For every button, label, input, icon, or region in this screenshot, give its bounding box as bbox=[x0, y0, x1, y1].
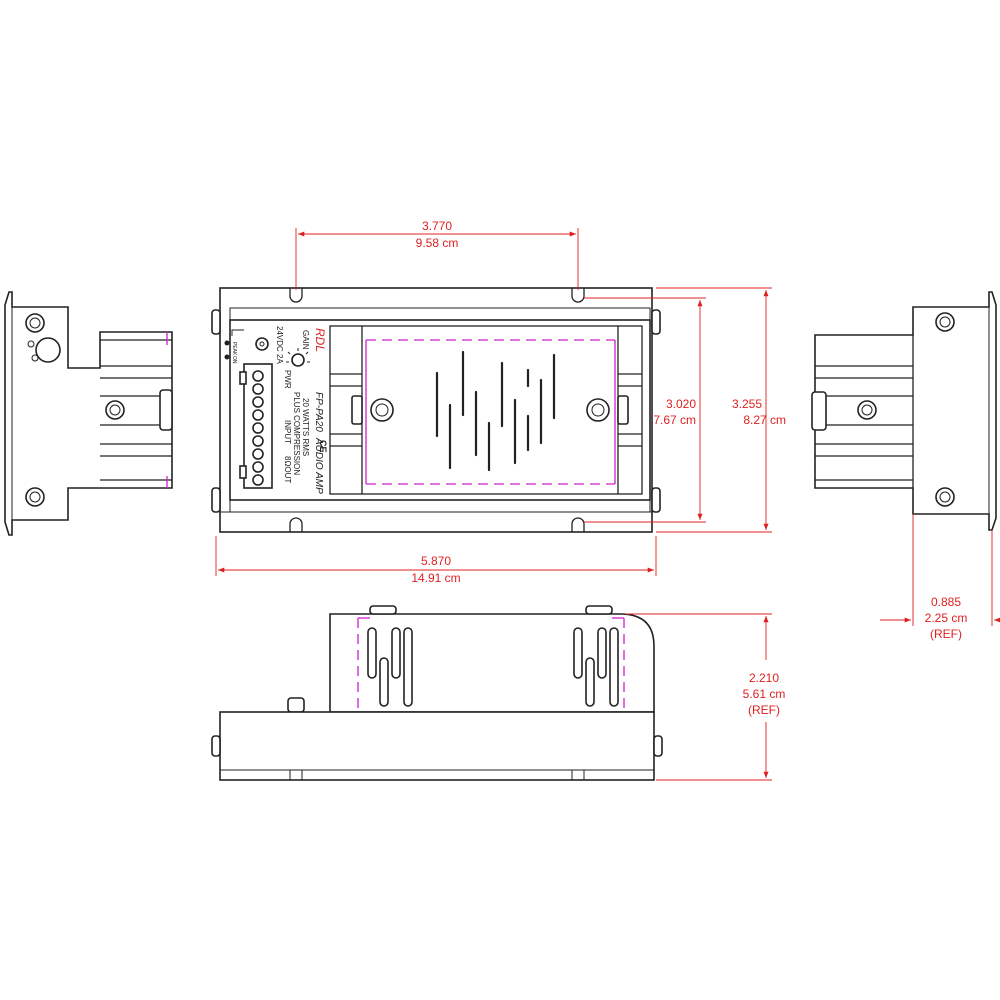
model-label: FP-PA20 bbox=[313, 392, 324, 432]
type-label: AUDIO AMP bbox=[313, 437, 324, 494]
dimension-lines bbox=[215, 228, 1000, 781]
screw-icon bbox=[105, 400, 125, 420]
screw-icon bbox=[25, 313, 45, 333]
dimension-labels: 3.770 9.58 cm 5.870 14.91 cm 3.020 7.67 … bbox=[411, 219, 967, 717]
pwr-label: PWR bbox=[283, 370, 292, 389]
brand-label: RDL bbox=[313, 328, 327, 352]
side-depth-cm: 2.25 cm bbox=[925, 611, 968, 625]
power-rating-label: 20 WATTS RMS bbox=[301, 398, 310, 456]
front-view bbox=[211, 605, 663, 781]
top-view: RDL FP-PA20 AUDIO AMP 20 WATTS RMS PLUS … bbox=[211, 287, 661, 533]
on-label: ON bbox=[231, 356, 237, 364]
side-depth-in: 0.885 bbox=[931, 595, 961, 609]
screw-icon bbox=[935, 487, 955, 507]
knob-icon bbox=[27, 337, 61, 363]
ce-mark: CE bbox=[318, 440, 328, 453]
input-label: INPUT bbox=[283, 420, 292, 444]
screw-icon bbox=[25, 487, 45, 507]
screw-icon bbox=[370, 398, 394, 422]
compression-label: PLUS COMPRESSION bbox=[292, 392, 301, 475]
led-icon bbox=[224, 340, 230, 360]
overall-width-in: 5.870 bbox=[421, 554, 451, 568]
overall-width-cm: 14.91 cm bbox=[411, 571, 460, 585]
side-depth-ref: (REF) bbox=[930, 627, 962, 641]
power-jack-icon bbox=[255, 337, 269, 351]
vent-slots bbox=[367, 627, 619, 707]
output-label: 8ΩOUT bbox=[283, 456, 292, 483]
overall-height-cm: 8.27 cm bbox=[743, 413, 786, 427]
depth-cm: 5.61 cm bbox=[743, 687, 786, 701]
screw-icon bbox=[857, 400, 877, 420]
vent-slots bbox=[435, 350, 556, 472]
depth-in: 2.210 bbox=[749, 671, 779, 685]
left-side-view bbox=[4, 291, 173, 536]
inner-height-cm: 7.67 cm bbox=[653, 413, 696, 427]
overall-height-in: 3.255 bbox=[732, 397, 762, 411]
inner-height-in: 3.020 bbox=[666, 397, 696, 411]
peak-label: PEAK bbox=[231, 342, 237, 356]
gain-knob-icon bbox=[286, 348, 310, 367]
gain-label: GAIN bbox=[301, 330, 310, 350]
power-input-label: 24VDC 2A bbox=[275, 326, 284, 364]
terminal-block bbox=[239, 363, 273, 489]
mount-spacing-in: 3.770 bbox=[422, 219, 452, 233]
depth-ref: (REF) bbox=[748, 703, 780, 717]
right-side-view bbox=[811, 291, 997, 531]
arrow-icon bbox=[231, 329, 244, 336]
screw-icon bbox=[935, 312, 955, 332]
screw-icon bbox=[586, 398, 610, 422]
mount-spacing-cm: 9.58 cm bbox=[416, 236, 459, 250]
